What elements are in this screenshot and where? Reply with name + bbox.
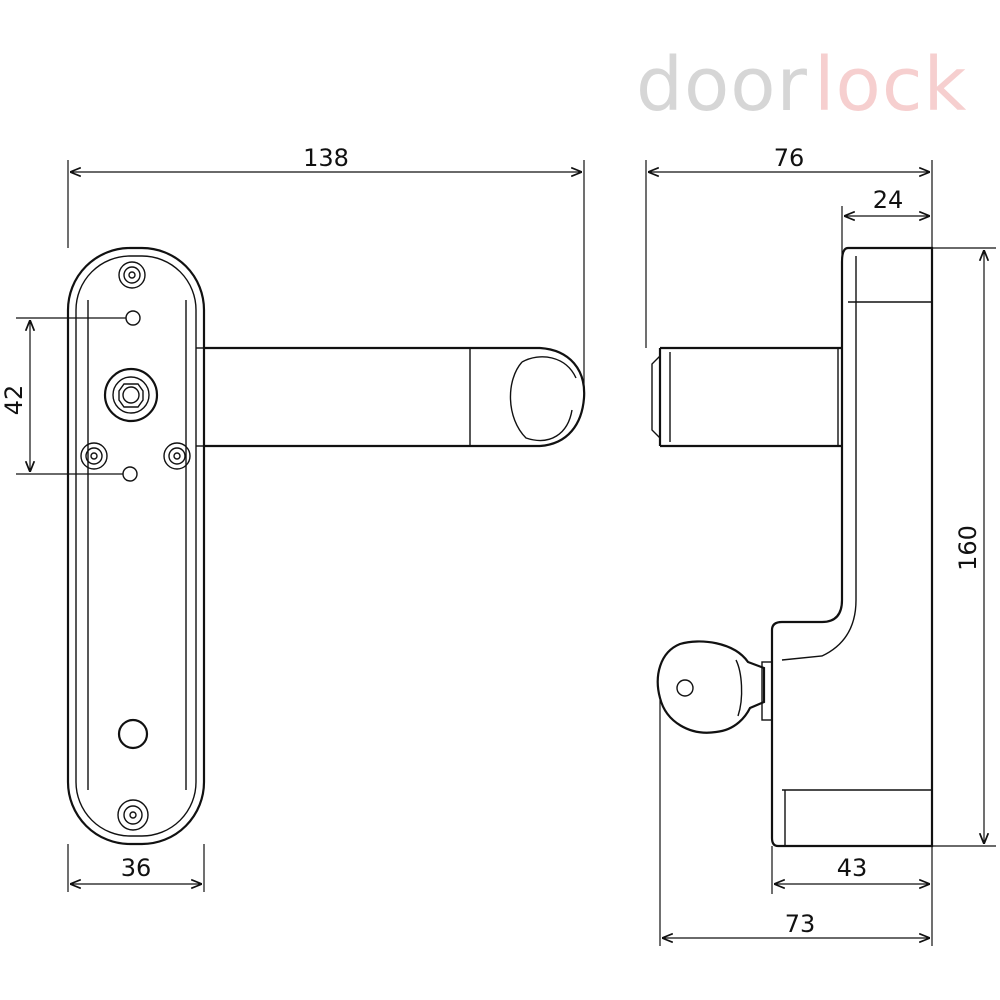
right-screw: [163, 442, 191, 470]
dimension-plate-height: [932, 247, 996, 847]
fixing-hole-lower: [122, 466, 138, 482]
backplate-inner: [75, 255, 197, 837]
side-lever-stub: [651, 346, 842, 448]
front-view: [66, 246, 586, 846]
dimension-offset-top: [841, 206, 930, 260]
dimension-depth-with-key: [659, 700, 930, 946]
fixing-hole-upper: [125, 310, 141, 326]
lever-handle: [196, 346, 586, 448]
dimension-lower-depth: [771, 846, 933, 946]
dim-label-73: 73: [785, 910, 816, 938]
spindle-boss: [103, 367, 159, 423]
dim-label-43: 43: [837, 854, 868, 882]
logo-lock: lock: [814, 42, 968, 128]
dimension-hole-spacing: [16, 317, 126, 475]
cylinder-hole: [117, 718, 149, 750]
logo-door: door: [636, 42, 808, 128]
dim-label-138: 138: [303, 144, 349, 172]
side-plate-profile: [770, 246, 934, 848]
dimension-overall-length: [67, 160, 585, 390]
key: [656, 640, 773, 734]
left-screw: [80, 442, 108, 470]
side-view: [651, 246, 934, 848]
dim-label-24: 24: [873, 186, 904, 214]
dim-label-160: 160: [954, 525, 982, 571]
backplate-outer: [66, 246, 206, 846]
dim-label-76: 76: [774, 144, 805, 172]
dim-label-42: 42: [0, 385, 28, 416]
top-screw: [118, 261, 146, 289]
dimension-plate-width: [67, 844, 205, 892]
dim-label-36: 36: [121, 854, 152, 882]
bottom-screw: [117, 799, 149, 831]
dimension-side-depth: [645, 160, 933, 348]
